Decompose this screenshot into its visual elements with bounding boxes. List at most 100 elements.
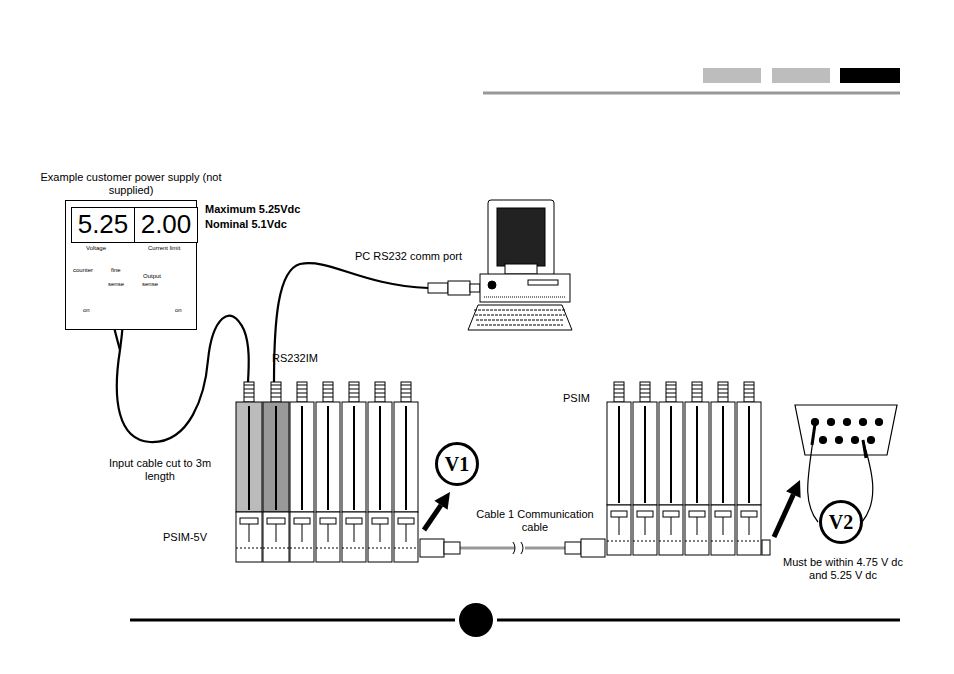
connector-ridge <box>666 389 676 390</box>
module-line <box>249 524 250 542</box>
module-slider <box>637 511 653 517</box>
module-connector <box>401 382 411 402</box>
module-vents <box>368 548 392 549</box>
rule <box>497 619 900 622</box>
module-line <box>405 406 407 510</box>
connector-shell <box>795 405 897 455</box>
module-body <box>659 402 683 505</box>
key-row <box>477 325 563 326</box>
connector-ridge <box>692 393 702 394</box>
arrow-head <box>786 480 801 498</box>
module-base <box>342 512 366 562</box>
module <box>290 382 314 562</box>
connector-ridge <box>349 385 359 386</box>
module-slider <box>346 518 362 524</box>
node-text: counter <box>73 267 93 274</box>
connector-ridge <box>297 389 307 390</box>
connector-ridge <box>692 389 702 390</box>
connector-ridge <box>692 385 702 386</box>
module <box>607 382 631 555</box>
module-base <box>659 505 683 555</box>
label: PSIM-5V <box>163 531 207 544</box>
node-text: on <box>175 307 182 314</box>
module-connector <box>349 382 359 402</box>
connector-ridge <box>401 397 411 398</box>
module-connector <box>640 382 650 402</box>
module-body <box>737 402 761 505</box>
connector-ridge <box>271 393 281 394</box>
connector-ridge <box>744 385 754 386</box>
pin <box>828 419 835 426</box>
module-connector <box>271 382 281 402</box>
connector-ridge <box>614 393 624 394</box>
module-body <box>394 402 418 512</box>
module-vents <box>685 541 709 542</box>
module-base <box>290 512 314 562</box>
connector-ridge <box>744 389 754 390</box>
key-row <box>474 310 566 311</box>
module-connector <box>744 382 754 402</box>
module-line <box>619 517 620 535</box>
node-text: on <box>83 307 90 314</box>
module-connector <box>297 382 307 402</box>
module-vents <box>263 548 289 549</box>
module-line <box>328 524 329 542</box>
connector-ridge <box>718 385 728 386</box>
module-slider <box>267 518 285 524</box>
drive <box>528 280 558 285</box>
connector-ridge <box>718 397 728 398</box>
plug <box>470 284 480 292</box>
connector-ridge <box>692 397 702 398</box>
module-vents <box>290 548 314 549</box>
connector-ridge <box>401 389 411 390</box>
connector-ridge <box>271 389 281 390</box>
cable-break <box>513 542 523 554</box>
cable <box>117 316 249 443</box>
label: Maximum 5.25Vdc <box>205 203 300 216</box>
connector-ridge <box>666 385 676 386</box>
module-base <box>737 505 761 555</box>
module-body <box>711 402 735 505</box>
module-connector <box>692 382 702 402</box>
connector-ridge <box>323 385 333 386</box>
connector-ridge <box>271 397 281 398</box>
module-line <box>276 524 277 542</box>
module-slider <box>741 511 757 517</box>
power-button <box>488 281 496 289</box>
connector-ridge <box>244 393 254 394</box>
cable <box>525 547 565 550</box>
arrow-shaft <box>774 495 793 537</box>
module-connector <box>718 382 728 402</box>
module <box>737 382 761 555</box>
plug <box>428 283 448 293</box>
connector-ridge <box>718 393 728 394</box>
connector-ridge <box>614 397 624 398</box>
tab <box>840 68 900 83</box>
system-unit <box>480 274 570 302</box>
node-text: Current limit <box>148 245 180 252</box>
module-connector <box>666 382 676 402</box>
module-base <box>263 512 289 562</box>
module-connector <box>244 382 254 402</box>
module-base <box>607 505 631 555</box>
module-connector <box>375 382 385 402</box>
screen <box>497 208 545 266</box>
module-body <box>316 402 340 512</box>
meter-circle: V2 <box>819 500 863 544</box>
module-line <box>644 406 646 503</box>
node-text: fine <box>111 267 121 274</box>
connector-ridge <box>640 389 650 390</box>
keyboard <box>468 305 572 330</box>
module-line <box>749 517 750 535</box>
connector-ridge <box>375 393 385 394</box>
module-line <box>379 406 381 510</box>
module-body <box>236 402 262 512</box>
module-line <box>248 406 250 510</box>
connector-ridge <box>349 397 359 398</box>
node-text: 2.00 <box>135 210 197 240</box>
connector-ridge <box>614 385 624 386</box>
module-slider <box>715 511 731 517</box>
module-vents <box>342 548 366 549</box>
pin <box>844 419 851 426</box>
